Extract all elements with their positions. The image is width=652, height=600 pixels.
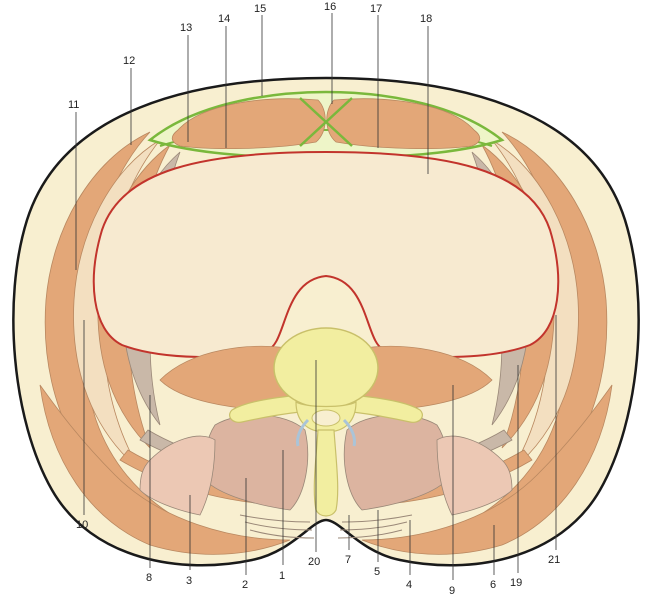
- label-17: 17: [370, 3, 382, 15]
- label-1: 1: [279, 570, 285, 582]
- spinous-process: [314, 430, 337, 516]
- label-9: 9: [449, 585, 455, 597]
- label-8: 8: [146, 572, 152, 584]
- label-12: 12: [123, 55, 135, 67]
- label-20: 20: [308, 556, 320, 568]
- label-10: 10: [76, 519, 88, 531]
- label-13: 13: [180, 22, 192, 34]
- label-14: 14: [218, 13, 230, 25]
- label-16: 16: [324, 1, 336, 13]
- label-3: 3: [186, 575, 192, 587]
- label-6: 6: [490, 579, 496, 591]
- label-4: 4: [406, 579, 412, 591]
- label-2: 2: [242, 579, 248, 591]
- vertebral-body: [274, 328, 378, 408]
- label-21: 21: [548, 554, 560, 566]
- label-19: 19: [510, 577, 522, 589]
- label-5: 5: [374, 566, 380, 578]
- label-15: 15: [254, 3, 266, 15]
- label-18: 18: [420, 13, 432, 25]
- label-11: 11: [68, 99, 79, 111]
- label-7: 7: [345, 554, 351, 566]
